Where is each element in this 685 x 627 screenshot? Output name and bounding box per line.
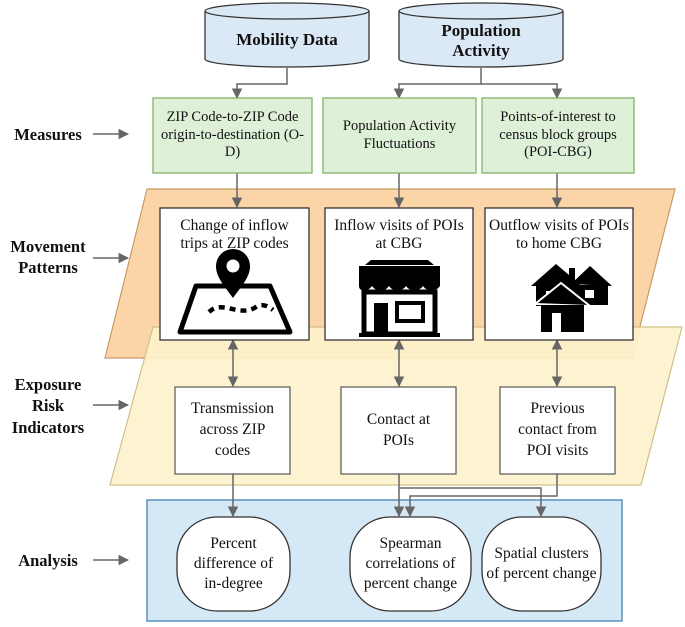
row-label-analysis: Analysis (18, 551, 78, 570)
mobility-data-label: Mobility Data (236, 29, 338, 49)
exposure-contact-text: Contact at POIs (366, 410, 431, 449)
analysis-box-percent-difference (176, 516, 291, 612)
analysis-box-spearman (349, 516, 472, 612)
exposure-box-transmission (174, 386, 291, 475)
population-activity-label: Population Activity (441, 20, 521, 60)
population-activity-cylinder (398, 2, 564, 68)
measure-activity-text: Population Activity Fluctuations (342, 118, 457, 152)
storefront-icon (359, 260, 440, 337)
exposure-box-previous-contact (499, 386, 616, 475)
exposure-previous-contact-text: Previous contact from POI visits (518, 400, 597, 459)
mobility-data-cylinder (204, 2, 370, 68)
map-pin-icon (177, 249, 293, 335)
measure-poi-cbg-text: Points-of-interest to census block group… (499, 109, 617, 161)
exposure-transmission-text: Transmission across ZIP codes (191, 400, 274, 459)
row-label-exposure-risk-indicators: Exposure Risk Indicators (11, 375, 85, 437)
movement-inflow-visits-text: Inflow visits of POIs at CBG (334, 217, 464, 253)
houses-icon (531, 264, 612, 332)
analysis-percent-difference-text: Percent difference of in-degree (193, 534, 274, 593)
row-label-movement-patterns: Movement Patterns (10, 237, 86, 278)
analysis-spatial-clusters-text: Spatial clusters of percent change (486, 544, 597, 582)
measure-box-activity (322, 97, 477, 174)
measure-box-od (152, 97, 313, 174)
movement-inflow-trips-text: Change of inflow trips at ZIP codes (180, 217, 289, 253)
exposure-box-contact (340, 386, 457, 475)
row-label-measures: Measures (14, 125, 82, 144)
measure-box-poi-cbg (481, 97, 635, 174)
analysis-spearman-text: Spearman correlations of percent change (363, 534, 458, 593)
movement-outflow-visits-text: Outflow visits of POIs to home CBG (489, 217, 629, 253)
analysis-box-spatial-clusters (481, 516, 602, 612)
measure-od-text: ZIP Code-to-ZIP Code origin-to-destinati… (161, 109, 304, 161)
